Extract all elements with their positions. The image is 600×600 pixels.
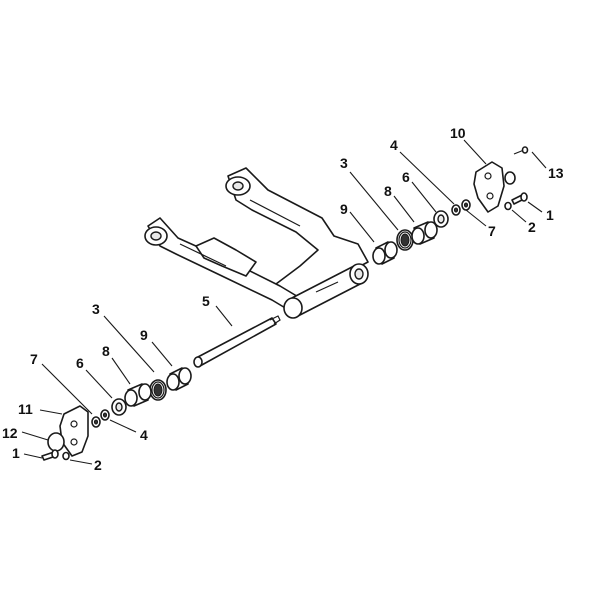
callout-3-left: 3 xyxy=(92,301,100,317)
callout-4-left: 4 xyxy=(140,427,148,443)
callout-11: 11 xyxy=(18,401,33,417)
swingarm xyxy=(144,167,369,319)
callout-1-right: 1 xyxy=(546,207,554,223)
callout-7-left: 7 xyxy=(30,351,38,367)
spacer-right xyxy=(372,241,398,265)
callout-3-right: 3 xyxy=(340,155,348,171)
cap-right xyxy=(504,171,516,185)
bracket-right xyxy=(473,161,505,213)
callout-8-left: 8 xyxy=(102,343,110,359)
washer-small-left xyxy=(62,451,70,461)
callout-4-right: 4 xyxy=(390,137,398,153)
screw-right-top xyxy=(513,146,529,155)
bearing-left xyxy=(149,379,167,401)
spacer-left xyxy=(166,367,192,391)
collar-right xyxy=(433,210,449,228)
callout-9-left: 9 xyxy=(140,327,148,343)
nut-right xyxy=(461,199,471,211)
bushing-right xyxy=(411,221,438,245)
callout-6-left: 6 xyxy=(76,355,84,371)
callout-12: 12 xyxy=(2,425,18,441)
bracket-left xyxy=(59,405,89,457)
callout-8-right: 8 xyxy=(384,183,392,199)
pivot-shaft xyxy=(193,315,281,368)
callout-9-right: 9 xyxy=(340,201,348,217)
bolt-left xyxy=(41,449,59,461)
callout-2-right: 2 xyxy=(528,219,536,235)
callout-2-left: 2 xyxy=(94,457,102,473)
washer-right xyxy=(451,204,461,216)
callout-7-right: 7 xyxy=(488,223,496,239)
cap-left xyxy=(47,432,65,452)
bushing-left xyxy=(124,383,152,407)
callout-5: 5 xyxy=(202,293,210,309)
callout-6-right: 6 xyxy=(402,169,410,185)
nut-left xyxy=(91,416,101,428)
callout-labels: 3 9 8 6 4 7 10 13 1 2 5 3 9 8 6 7 11 12 … xyxy=(2,125,564,473)
callout-1-left: 1 xyxy=(12,445,20,461)
callout-13: 13 xyxy=(548,165,564,181)
callout-10: 10 xyxy=(450,125,466,141)
washer-small-right xyxy=(504,201,512,211)
washer-left xyxy=(100,409,110,421)
bolt-right xyxy=(511,192,528,205)
leader-lines xyxy=(21,139,547,465)
bearing-right xyxy=(396,229,414,251)
collar-left xyxy=(111,398,127,416)
